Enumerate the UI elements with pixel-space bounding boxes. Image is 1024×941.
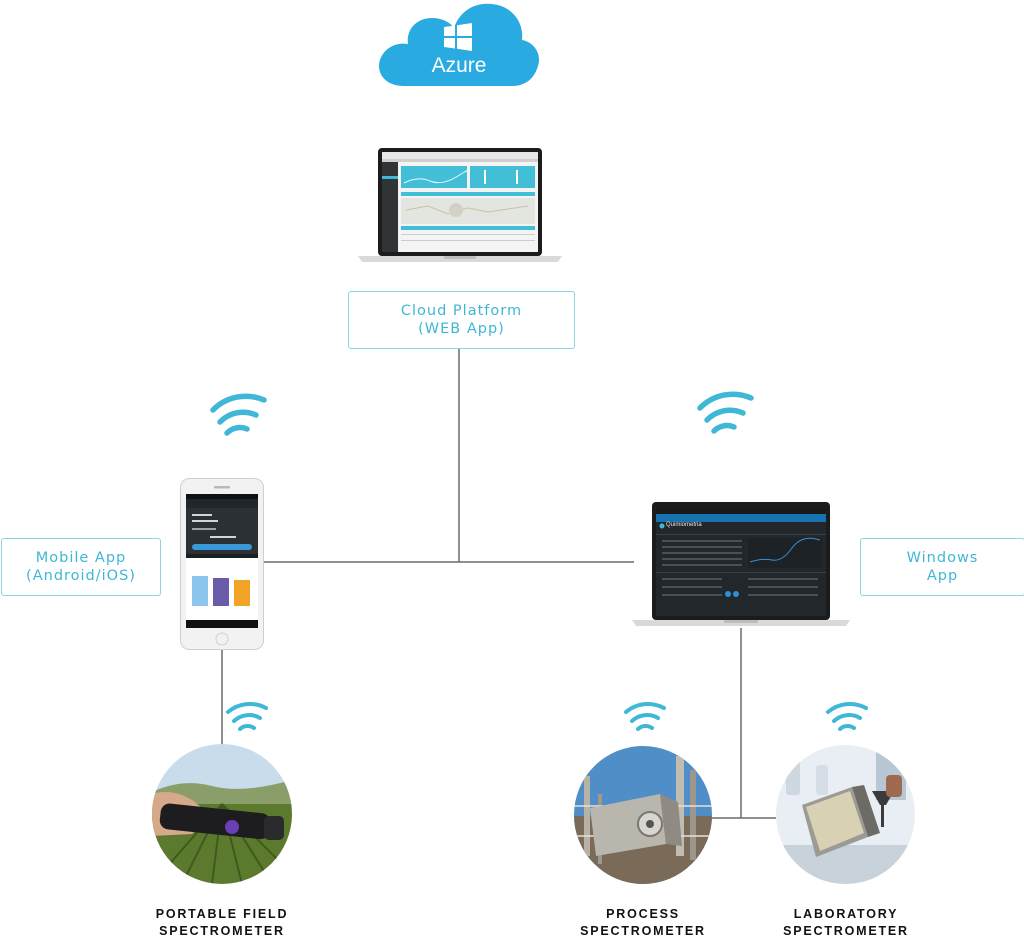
windows-app-screen-title: Quimiometria	[666, 522, 702, 528]
laboratory-caption-line2: SPECTROMETER	[783, 924, 909, 938]
cloud-platform-line2: (WEB App)	[418, 321, 505, 337]
portable-caption-line2: SPECTROMETER	[159, 924, 285, 938]
windows-app-line2: App	[926, 568, 959, 584]
process-caption-line1: PROCESS	[606, 907, 680, 921]
portable-spectrometer-caption: PORTABLE FIELD SPECTROMETER	[132, 906, 312, 940]
windows-app-box: Windows App	[860, 538, 1024, 596]
cloud-platform-box: Cloud Platform (WEB App)	[348, 291, 575, 349]
portable-spectrometer-image	[152, 744, 292, 884]
azure-label: Azure	[431, 54, 487, 77]
cloud-platform-line1: Cloud Platform	[400, 303, 523, 319]
process-spectrometer-caption: PROCESS SPECTROMETER	[555, 906, 731, 940]
wifi-icon	[210, 393, 267, 436]
windows-app-line1: Windows	[906, 550, 979, 566]
mobile-app-line2: (Android/iOS)	[26, 568, 136, 584]
process-caption-line2: SPECTROMETER	[580, 924, 706, 938]
laboratory-caption-line1: LABORATORY	[793, 907, 899, 921]
wifi-icon	[624, 701, 666, 731]
laboratory-spectrometer-image	[776, 745, 915, 884]
windows-app-laptop: Quimiometria	[632, 502, 850, 628]
mobile-app-line1: Mobile App	[35, 550, 127, 566]
laboratory-spectrometer-caption: LABORATORY SPECTROMETER	[757, 906, 935, 940]
azure-cloud	[376, 0, 540, 90]
cloud-platform-laptop	[358, 148, 562, 264]
process-spectrometer-image	[574, 746, 712, 884]
mobile-app-box: Mobile App (Android/iOS)	[1, 538, 161, 596]
smartphone	[180, 478, 264, 650]
windows-logo-icon	[444, 23, 472, 51]
wifi-icon	[826, 701, 868, 731]
wifi-icon	[226, 701, 268, 731]
wifi-icon	[697, 391, 754, 434]
portable-caption-line1: PORTABLE FIELD	[155, 907, 289, 921]
